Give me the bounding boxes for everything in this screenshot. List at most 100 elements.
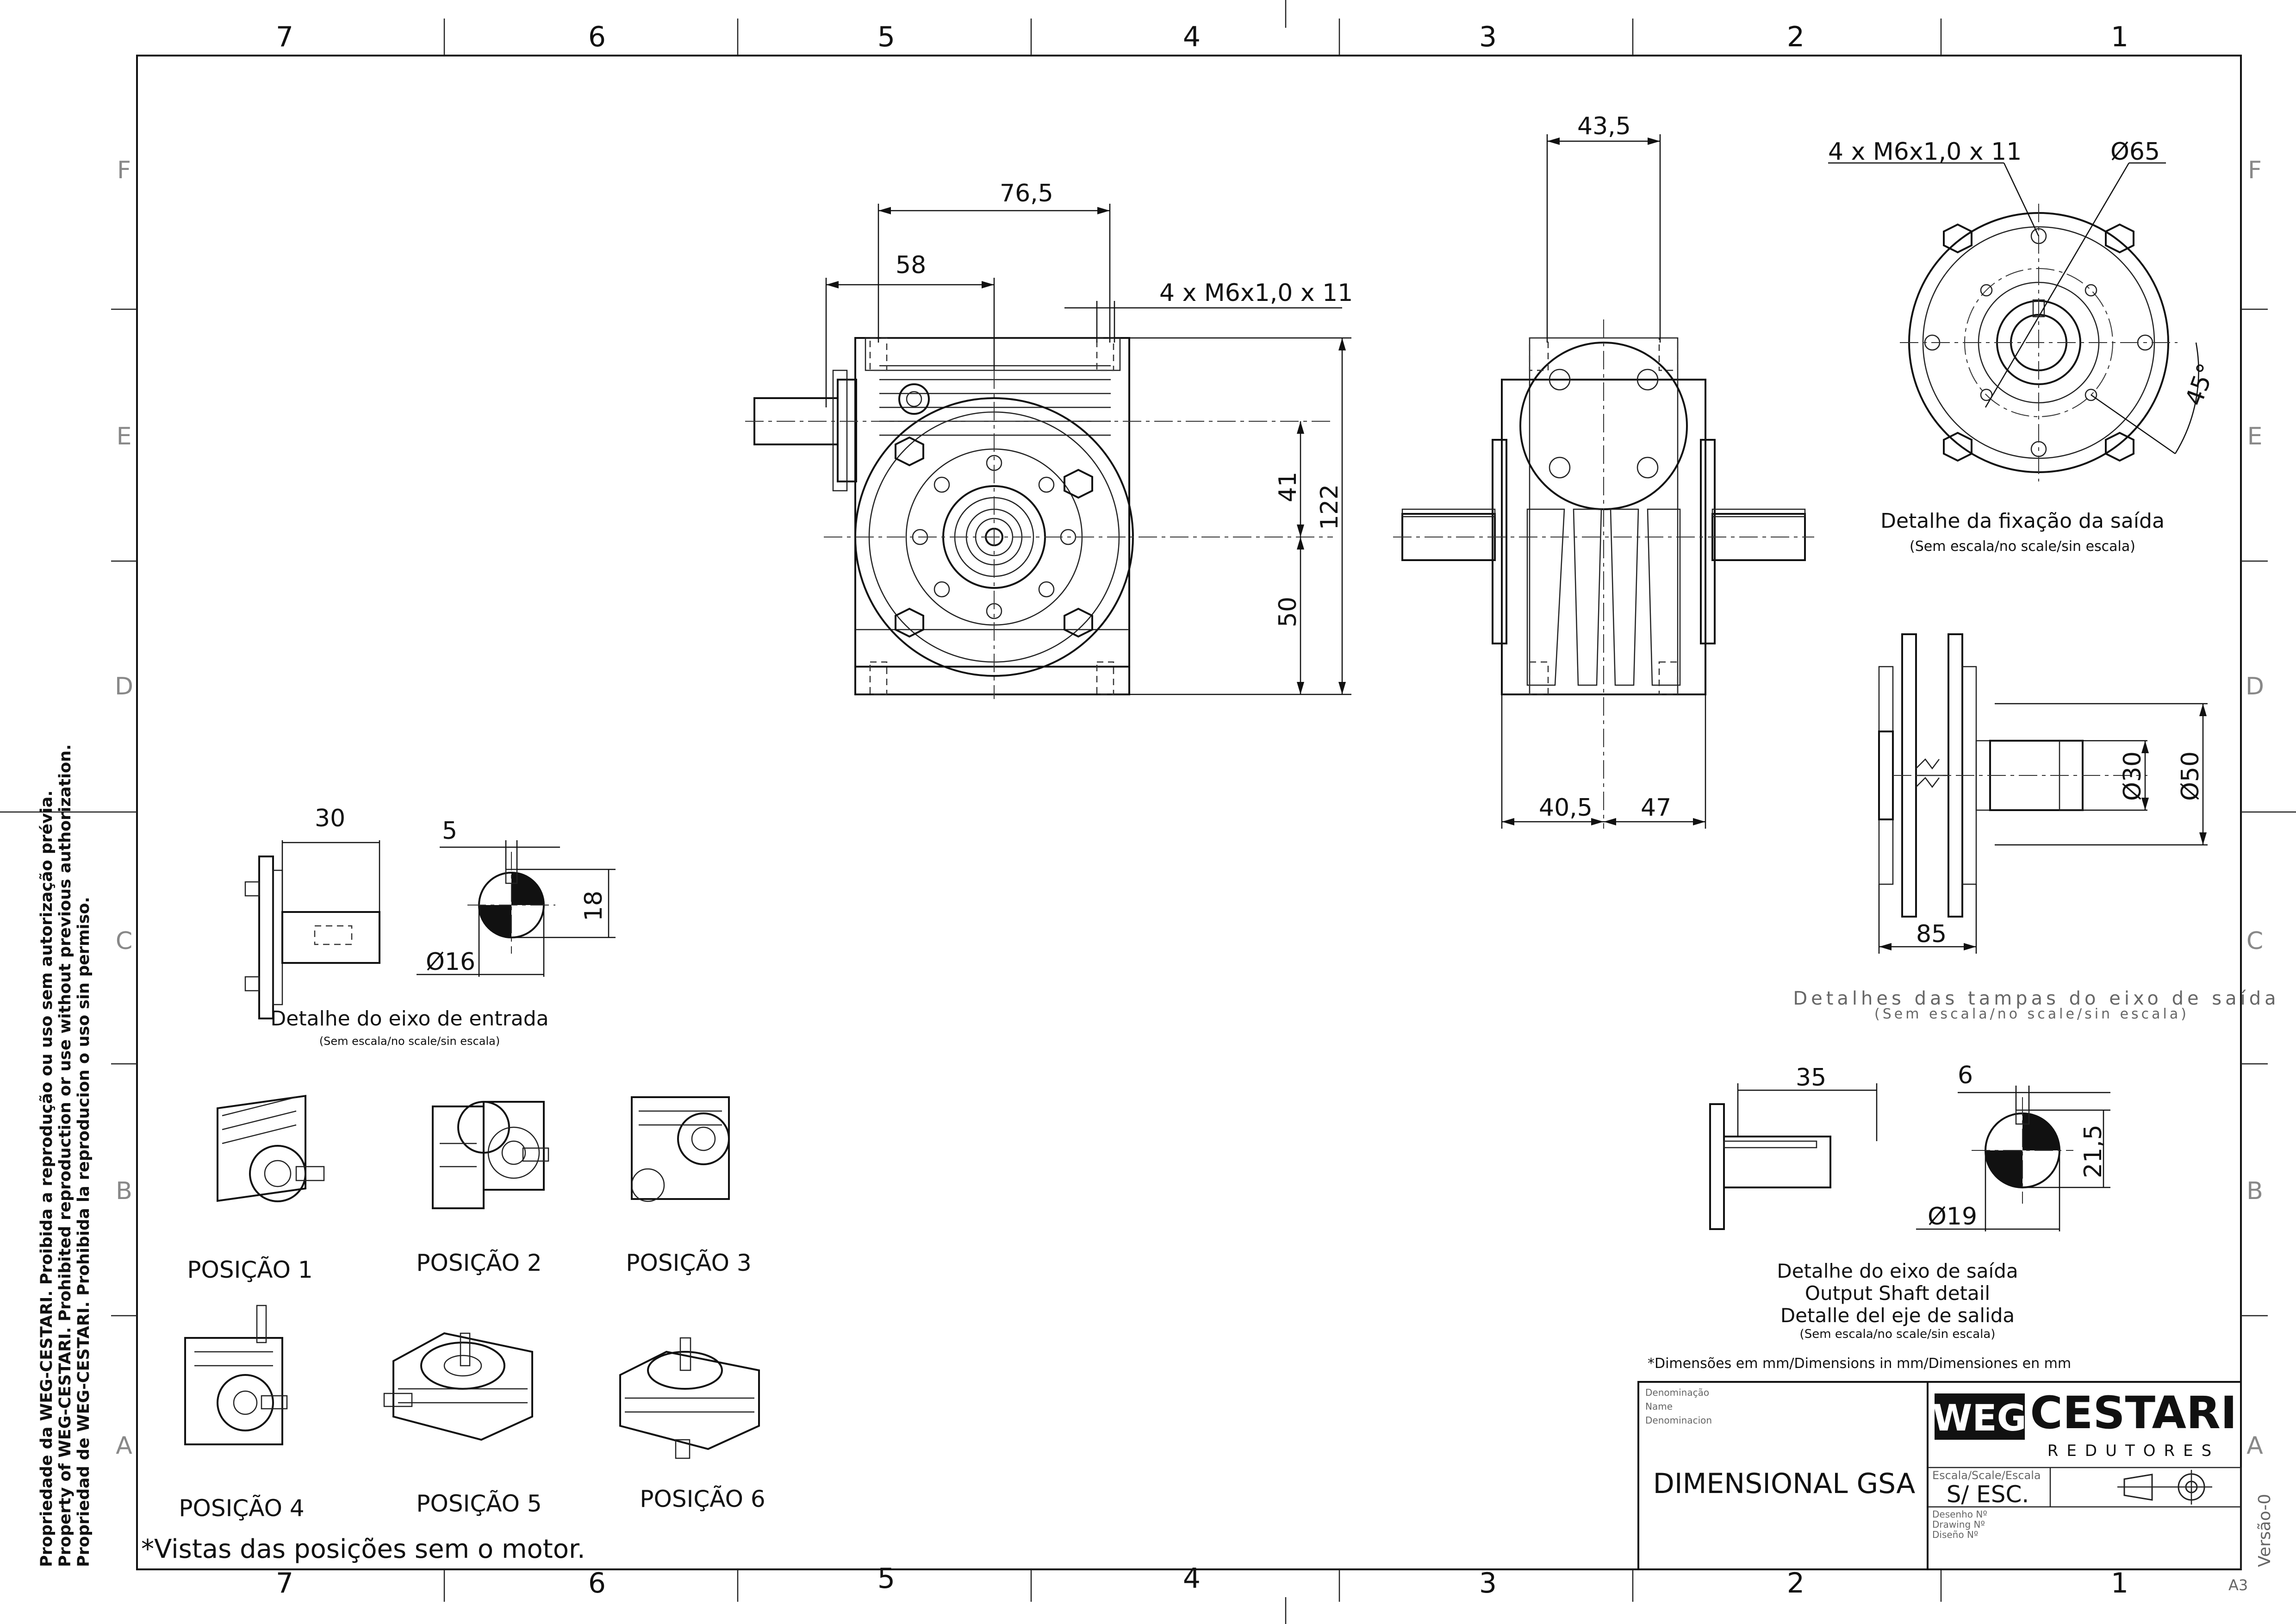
output-fixing-subtitle: (Sem escala/no scale/sin escala) (1910, 538, 2135, 555)
projection-symbol-icon (2117, 1470, 2212, 1505)
position-2-label: POSIÇÃO 2 (416, 1249, 541, 1276)
col-label: 6 (588, 1567, 606, 1599)
front-view: 76,5 58 4 x M6x1,0 x 11 41 122 50 (745, 180, 1353, 699)
position-6-label: POSIÇÃO 6 (640, 1486, 765, 1512)
denomination-label: Denominacion (1645, 1415, 1712, 1426)
dim-holes-output: 4 x M6x1,0 x 11 (1828, 138, 2022, 166)
dim-d65: Ø65 (2110, 138, 2160, 166)
col-label: 3 (1479, 21, 1497, 53)
col-label: 6 (588, 21, 606, 53)
drawing-number-label: Desenho Nº (1932, 1509, 1987, 1520)
col-label: 7 (276, 21, 293, 53)
col-label: 3 (1479, 1567, 1497, 1599)
covers-subtitle: (Sem escala/no scale/sin escala) (1874, 1006, 2189, 1022)
row-label: B (116, 1177, 132, 1205)
title-block: *Dimensões em mm/Dimensions in mm/Dimens… (1637, 1355, 2274, 1594)
dim-40-5: 40,5 (1539, 794, 1593, 822)
notice-line: Propriedad de WEG-CESTARI. Prohibida la … (75, 897, 93, 1567)
dim-122: 122 (1316, 484, 1344, 530)
svg-text:WEG: WEG (1932, 1398, 2026, 1439)
col-label: 1 (2111, 21, 2128, 53)
dimensions-note: *Dimensões em mm/Dimensions in mm/Dimens… (1648, 1355, 2071, 1372)
property-notice: Propriedade da WEG-CESTARI. Proibida a r… (37, 744, 93, 1567)
dim-50: 50 (1274, 597, 1302, 627)
output-fixing-title: Detalhe da fixação da saída (1880, 509, 2165, 533)
position-1-image (217, 1094, 325, 1202)
notice-line: Propriedade da WEG-CESTARI. Proibida a r… (37, 790, 56, 1567)
dim-45-deg: 45° (2180, 360, 2221, 409)
input-shaft-title: Detalhe do eixo de entrada (270, 1007, 548, 1031)
denomination-label: Name (1645, 1401, 1673, 1412)
output-shaft-detail: 35 6 21,5 Ø19 Detalhe do eixo de saída O… (1709, 1062, 2110, 1341)
dim-21-5: 21,5 (2079, 1124, 2107, 1178)
dim-85: 85 (1916, 920, 1947, 948)
dim-76-5: 76,5 (1000, 180, 1053, 207)
row-label: F (117, 156, 131, 184)
output-shaft-subtitle: (Sem escala/no scale/sin escala) (1800, 1327, 1996, 1341)
row-label: F (2248, 156, 2262, 184)
dim-41: 41 (1274, 472, 1302, 502)
output-shaft-title-pt: Detalhe do eixo de saída (1777, 1260, 2018, 1282)
col-label: 2 (1787, 1567, 1804, 1599)
row-label: D (115, 673, 133, 700)
denomination-label: Denominação (1645, 1387, 1709, 1398)
position-1-label: POSIÇÃO 1 (187, 1256, 312, 1283)
position-4-image (184, 1305, 288, 1445)
covers-title: Detalhes das tampas do eixo de saída (1793, 988, 2279, 1009)
output-fixing-detail: 4 x M6x1,0 x 11 Ø65 45° Detalhe da fixaç… (1828, 138, 2221, 555)
dim-18: 18 (580, 891, 608, 921)
position-2-image (432, 1101, 549, 1209)
scale-value: S/ ESC. (1947, 1481, 2029, 1508)
dim-holes-front: 4 x M6x1,0 x 11 (1159, 279, 1353, 307)
col-label: 4 (1183, 21, 1201, 53)
dim-58: 58 (896, 251, 926, 279)
weg-logo: WEG (1932, 1393, 2027, 1440)
drawing-title: DIMENSIONAL GSA (1653, 1468, 1916, 1500)
row-label: C (116, 927, 132, 955)
version-label: Versão-0 (2255, 1494, 2274, 1567)
position-3-label: POSIÇÃO 3 (626, 1249, 751, 1276)
output-shaft-title-en: Output Shaft detail (1805, 1282, 1990, 1305)
positions-note: *Vistas das posições sem o motor. (141, 1534, 585, 1564)
dim-30-input: 30 (315, 805, 345, 832)
position-5-label: POSIÇÃO 5 (416, 1490, 541, 1517)
dim-d30: Ø30 (2119, 751, 2147, 801)
position-views: POSIÇÃO 1 POSIÇÃO 2 POSIÇÃO 3 POSIÇÃO 4 … (141, 1094, 765, 1564)
col-label: 7 (276, 1567, 293, 1599)
row-label: E (117, 423, 132, 450)
drawing-number-label: Diseño Nº (1932, 1529, 1978, 1540)
dim-43-5: 43,5 (1577, 112, 1631, 140)
drawing-number-label: Drawing Nº (1932, 1519, 1985, 1530)
row-label: A (2246, 1432, 2263, 1460)
output-shaft-title-es: Detalle del eje de salida (1780, 1304, 2015, 1327)
covers-detail: Ø30 Ø50 85 Detalhes das tampas do eixo d… (1793, 633, 2279, 1022)
col-label: 5 (877, 21, 895, 53)
cestari-logo: CESTARI (2030, 1387, 2237, 1439)
col-label: 5 (877, 1562, 895, 1595)
position-4-label: POSIÇÃO 4 (179, 1495, 304, 1522)
side-view: 43,5 40,5 47 (1393, 112, 1814, 829)
row-label: A (116, 1432, 132, 1460)
input-shaft-detail: 30 5 18 Ø16 Detalhe do eixo de entrada (… (244, 805, 616, 1048)
dim-5: 5 (442, 817, 457, 845)
redutores-logo: REDUTORES (2047, 1442, 2220, 1460)
row-label: C (2246, 927, 2263, 955)
position-5-image (383, 1332, 533, 1441)
col-label: 2 (1787, 21, 1804, 53)
col-label: 4 (1183, 1562, 1201, 1595)
position-3-image (631, 1096, 730, 1202)
sheet-size: A3 (2228, 1576, 2248, 1594)
scale-label: Escala/Scale/Escala (1932, 1469, 2041, 1482)
row-label: D (2246, 673, 2264, 700)
position-6-image (619, 1337, 760, 1459)
row-label: E (2247, 423, 2263, 450)
row-label: B (2246, 1177, 2263, 1205)
dim-d19: Ø19 (1928, 1203, 1977, 1230)
dim-35: 35 (1796, 1064, 1826, 1092)
dim-d50: Ø50 (2177, 751, 2204, 801)
dim-47: 47 (1641, 794, 1671, 822)
col-label: 1 (2111, 1567, 2128, 1599)
dim-d16: Ø16 (426, 948, 475, 976)
